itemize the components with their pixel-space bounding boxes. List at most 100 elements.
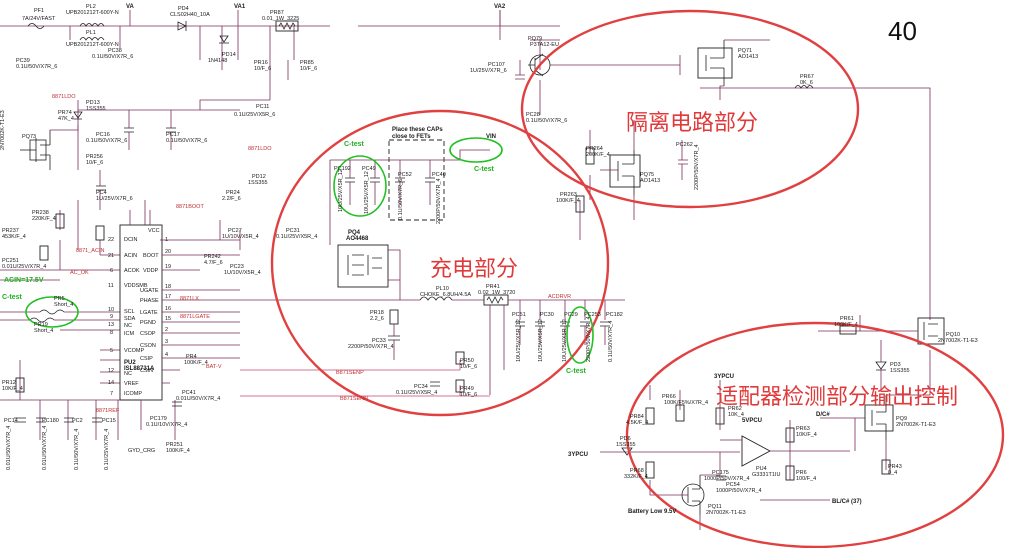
adapter-region-ring: [625, 321, 1005, 548]
ref-pr238: PR238: [32, 210, 49, 216]
ref-pc16: PC16: [96, 132, 110, 138]
val-pr4: 100K/F_4: [184, 360, 208, 366]
val-pd14: 1N4148: [208, 58, 227, 64]
val-pc15: 0.1U/25V/X7R_4: [104, 429, 110, 470]
pin-scl: SCL: [124, 309, 135, 315]
pin-num-20: 20: [165, 249, 171, 255]
ref-pc15: PC15: [102, 418, 116, 424]
ref-pr242: PR242: [204, 254, 221, 260]
pin-icm: ICM: [124, 331, 135, 337]
ref-pr256: PR256: [86, 154, 103, 160]
val-pc251: 0.01U/25V/X7R_4: [2, 264, 46, 270]
val-pq71: AO1413: [738, 54, 758, 60]
pin-dcin: DCIN: [124, 237, 137, 243]
pin-num-22: 22: [108, 237, 114, 243]
val-pr264: 200K/F_4: [586, 152, 610, 158]
pin-num-1: 1: [165, 237, 168, 243]
val-pu2: ISL88731A: [124, 366, 155, 372]
pu2-ic: [119, 200, 270, 440]
val-pq73: 2N7002K-T1-E3: [0, 110, 6, 150]
ref-pr74: PR74: [58, 110, 72, 116]
ref-pc180: PC180: [42, 418, 59, 424]
val-pd12: 1SS355: [248, 180, 268, 186]
ref-pc4: PC4: [96, 190, 107, 196]
ref-pq4: PQ4: [348, 230, 361, 236]
pin-num-8: 8: [110, 330, 113, 336]
val-pc52: 0.1U/50V/X7R_6: [398, 179, 404, 220]
ref-pr62: PR62: [728, 406, 742, 412]
ref-pr4: PR4: [186, 354, 197, 360]
pin-num-2: 2: [165, 327, 168, 333]
c-test-label-caps: C-test: [344, 141, 365, 148]
val-pr16: 10/F_6: [254, 66, 271, 72]
val-pc107: 1U/25V/X7R_6: [470, 68, 507, 74]
ref-pq71: PQ71: [738, 48, 752, 54]
pin-nc2: NC: [124, 371, 132, 377]
val-pr41: 0.02_1W_3720: [478, 290, 515, 296]
isolation-section: [499, 10, 931, 320]
charging-section: [240, 139, 625, 397]
pin-cson: CSON: [140, 343, 156, 349]
val-pc179: 0.1U/10V/X7R_4: [146, 422, 187, 428]
val-pq75: AO1413: [640, 178, 660, 184]
ref-pc51: PC51: [512, 312, 526, 318]
pin-num-18: 18: [165, 284, 171, 290]
val-pc11: 0.1U/25V/X5R_6: [234, 112, 275, 118]
c-test-label-output: C-test: [566, 368, 587, 375]
net-boot: 8871BOOT: [176, 204, 204, 210]
val-pq4: AO4468: [346, 236, 369, 242]
ref-pd4: PD4: [178, 6, 189, 12]
val-pr50: 10/F_6: [460, 364, 477, 370]
pin-num-13: 13: [108, 322, 114, 328]
pin-vddp: VDDP: [143, 268, 159, 274]
ref-pr41: PR41: [486, 284, 500, 290]
ref-pc28: PC28: [526, 112, 540, 118]
adapter-region-label: 适配器检测部分输出控制: [716, 385, 958, 410]
val-pc28: 0.1U/50V/X7R_6: [526, 118, 567, 124]
net-ref: 8871REF: [96, 408, 120, 414]
pin-icomp: ICOMP: [124, 391, 142, 397]
net-sense-n: B871SENN: [340, 396, 368, 402]
val-pd4: CLS02H40_10A: [170, 12, 210, 18]
val-pr49: 10/F_6: [460, 392, 477, 398]
ref-pc40: PC40: [432, 172, 446, 178]
val-pf1: 7A/24V/FAST: [22, 16, 56, 22]
ref-pc262: PC262: [676, 142, 693, 148]
ref-pc38: PC38: [108, 48, 122, 54]
val-pq11: 2N7002K-T1-E3: [706, 510, 746, 516]
val-pd6: 1SS355: [616, 442, 636, 448]
val-pl2: UPB201212T-600Y-N: [66, 10, 119, 16]
val-pl10: CHOKE_6.8UH/4.5A: [420, 292, 471, 298]
val-pq9: 2N7002K-T1-E3: [896, 422, 936, 428]
ref-pc54: PC54: [726, 482, 740, 488]
ref-pd6: PD6: [620, 436, 631, 442]
ref-pr24: PR24: [226, 190, 240, 196]
net-3ypcu-b: 3YPCU: [714, 374, 734, 380]
ref-pr251: PR251: [166, 442, 183, 448]
val-pc2: 0.1U/50V/X7R_4: [74, 429, 80, 470]
val-pc51: 10U/25V/X5R_12: [516, 319, 522, 362]
pin-boot: BOOT: [143, 253, 159, 259]
val-pc253: 2200P/50V/X7R_4: [586, 316, 592, 362]
ref-pd12: PD12: [252, 174, 266, 180]
net-acdrvr: ACDRVR: [548, 294, 571, 300]
ref-pr6: PR6: [796, 470, 807, 476]
ref-pr66: PR66: [662, 394, 676, 400]
val-pr67: 0K_6: [800, 80, 813, 86]
note-close-fets: close to FETs: [392, 134, 431, 140]
val-pc192: 10U/25V/X5R_12: [338, 169, 344, 212]
ref-pr50: PR50: [460, 358, 474, 364]
pin-lgate: LGATE: [140, 310, 158, 316]
val-pr43: 0_4: [888, 470, 897, 476]
pin-csin: CSIN: [140, 368, 153, 374]
pin-num-21: 21: [108, 253, 114, 259]
net-gyd-crg: GYD_CRG: [128, 448, 155, 454]
pin-pgnd: PGND: [140, 320, 156, 326]
val-pc27: 1U/10V/X5R_4: [222, 234, 259, 240]
net-acin-voltage: ACIN=17.5V: [4, 277, 44, 284]
ref-pr12: PR12: [2, 380, 16, 386]
pin-csip: CSIP: [140, 356, 153, 362]
val-pr87: 0.01_1W_3225: [262, 16, 299, 22]
ref-pc11: PC11: [256, 104, 269, 110]
